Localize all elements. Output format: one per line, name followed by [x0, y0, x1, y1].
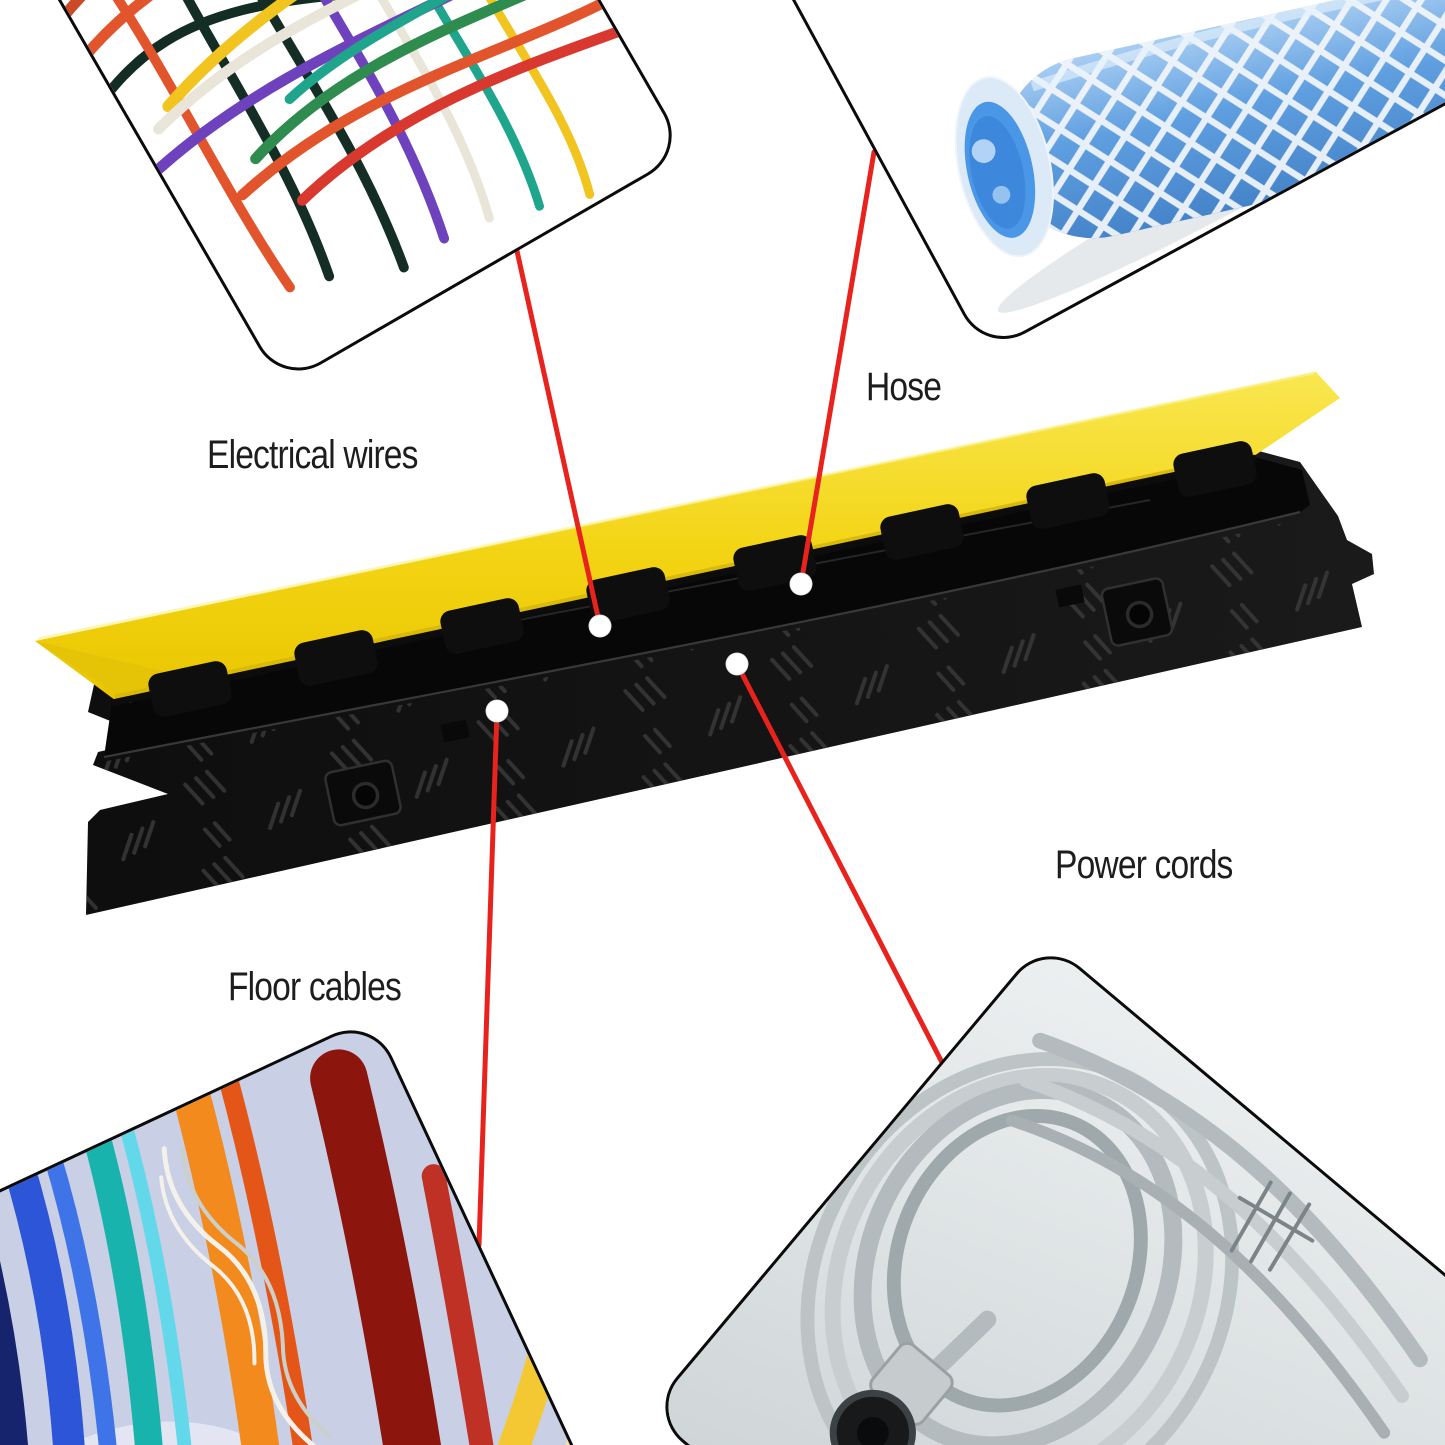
- ramp-channel: [104, 457, 1310, 757]
- plug-end: [829, 1341, 954, 1445]
- hinge-knuckles: [148, 441, 1257, 717]
- callout-line-floor-cables: [476, 709, 500, 1248]
- power-cords-image: [646, 937, 1445, 1445]
- label-electrical-wires: Electrical wires: [207, 433, 418, 477]
- screw-recess: [1100, 577, 1174, 647]
- wire-tie: [1229, 1180, 1315, 1272]
- hose-art: [954, 0, 1445, 313]
- callout-line-hose: [798, 149, 877, 587]
- screw-recess: [324, 759, 402, 827]
- callout-dot-hose: [788, 571, 814, 597]
- callout-dot-power-cords: [724, 651, 750, 677]
- electrical-wires-image: [0, 0, 689, 388]
- electrical-wires-art: [46, 0, 641, 293]
- ramp-ridge-line: [103, 510, 1301, 759]
- ramp-base-texture: [86, 518, 1374, 915]
- callout-line-power-cords: [734, 661, 953, 1081]
- label-power-cords: Power cords: [1055, 843, 1233, 887]
- callout-dot-electrical-wires: [587, 613, 613, 639]
- power-cords-art: [650, 941, 1445, 1445]
- label-floor-cables: Floor cables: [228, 965, 402, 1009]
- hose-image: [698, 0, 1445, 356]
- ramp-details: [324, 577, 1174, 827]
- callout-dot-floor-cables: [484, 698, 510, 724]
- callout-line-electrical-wires: [514, 248, 603, 629]
- label-hose: Hose: [866, 365, 942, 409]
